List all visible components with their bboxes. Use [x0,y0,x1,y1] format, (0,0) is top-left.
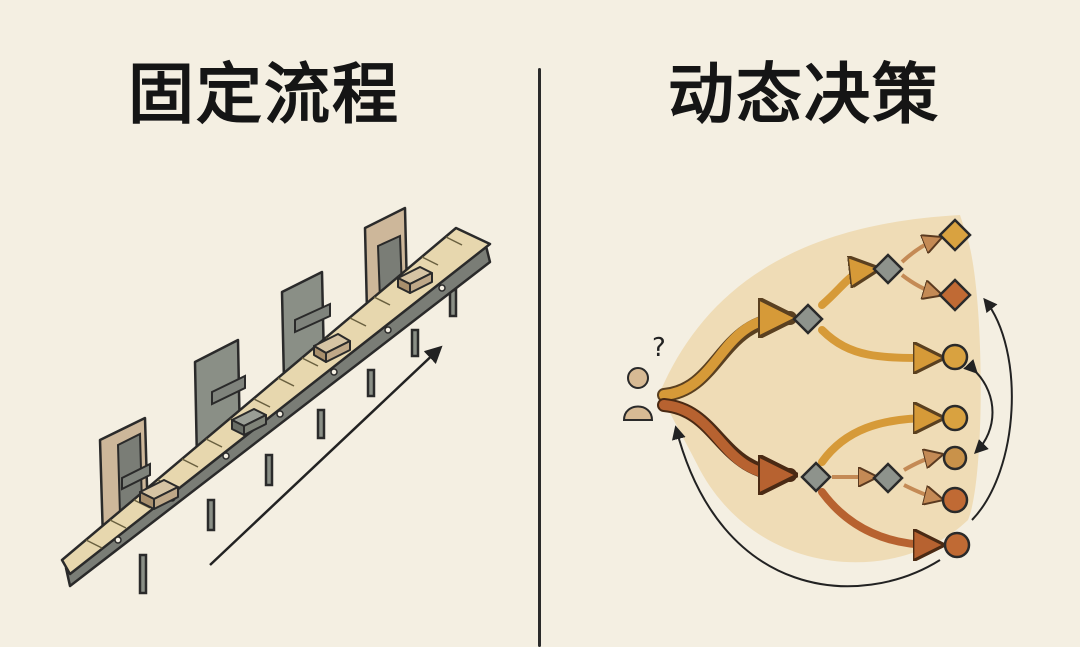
belt-legs [138,288,458,595]
outcome-circle-1 [941,343,969,371]
feedback-loop-arrow [672,425,941,588]
branch-upper [659,318,782,400]
flow-direction-arrow [209,345,443,566]
branch-lower-up [818,418,932,466]
package-4 [397,266,433,294]
decision-node-lower [800,461,832,493]
branch-upper-up [818,270,868,309]
package-3 [313,333,351,363]
branch-to-circle-5 [903,483,936,498]
branch-upper-mid [818,326,932,358]
outcome-circle-5 [943,531,971,559]
outcome-circle-3 [942,445,968,471]
outcome-diamond-2 [938,278,972,312]
person-icon [622,367,654,421]
branch-to-circle-4 [903,456,936,472]
decision-node-upper-right [872,253,904,285]
decision-tree-illustration: ? [622,215,1013,588]
reconsider-arrow [971,297,1013,521]
decision-nodes [792,253,904,494]
outcome-diamond-1 [938,218,972,252]
dynamic-decision-title: 动态决策 [668,56,940,133]
package-2 [231,408,267,436]
center-divider [538,68,541,647]
branch-to-diamond-top [900,240,935,264]
decision-node-lower-right [872,462,904,494]
branch-lower-down [818,488,932,545]
question-mark: ? [652,333,666,363]
belt-packages [139,266,433,510]
conveyor-belt-illustration [60,206,492,595]
decision-node-upper [792,303,824,335]
branch-to-diamond-second [900,273,935,293]
outcome-circle-4 [941,486,969,514]
package-1 [139,479,179,510]
outcome-circle-2 [941,404,969,432]
outcomes [938,218,972,559]
decision-fan-background [660,215,981,563]
compare-outcomes-arrow [963,359,994,454]
fixed-process-title: 固定流程 [128,56,400,133]
branch-lower [659,400,782,475]
